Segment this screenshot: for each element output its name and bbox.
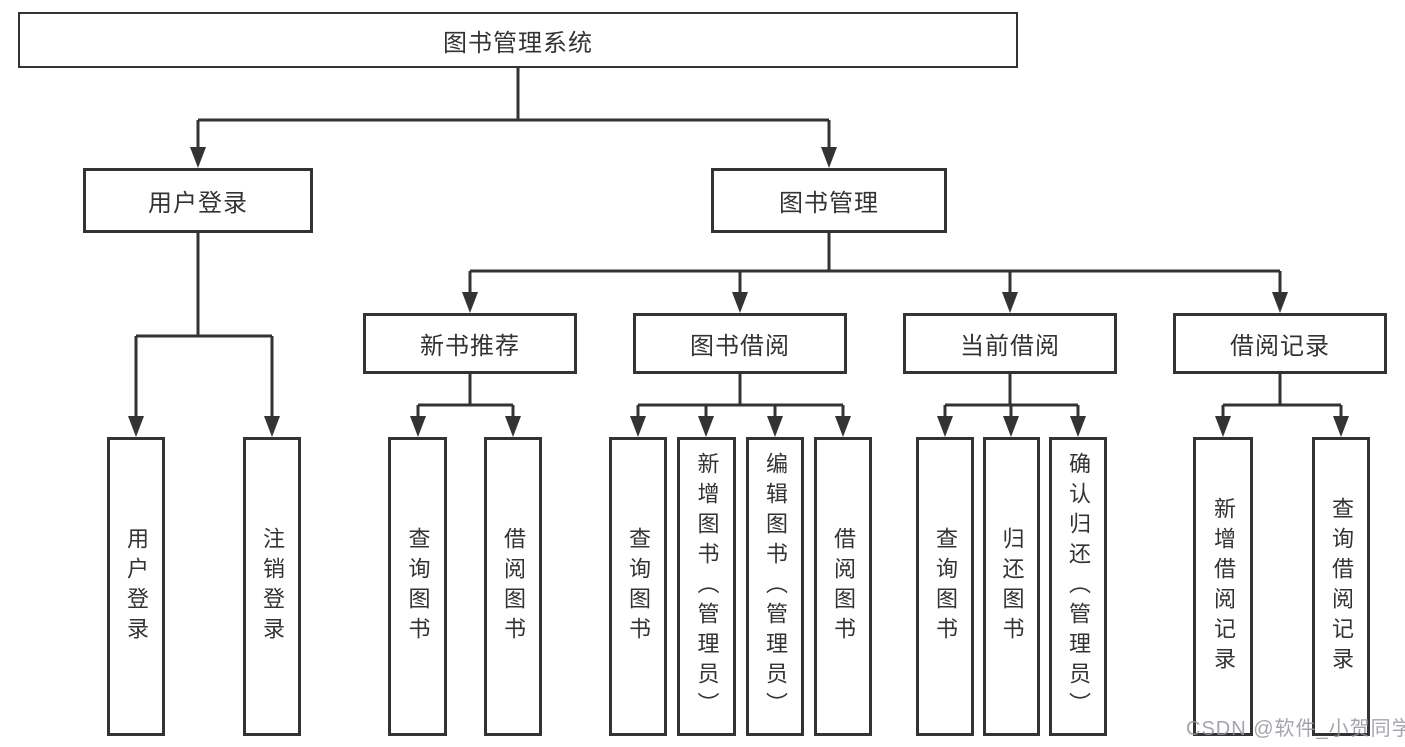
leaf-borrow-edit-books-admin: 编辑图书（管理员） xyxy=(746,437,804,736)
leaf-recommend-borrow-books: 借阅图书 xyxy=(484,437,542,736)
leaf-current-confirm-return-admin: 确认归还（管理员） xyxy=(1049,437,1107,736)
node-root-system: 图书管理系统 xyxy=(18,12,1018,68)
leaf-logout: 注销登录 xyxy=(243,437,301,736)
node-borrow-records: 借阅记录 xyxy=(1173,313,1387,374)
leaf-user-login: 用户登录 xyxy=(107,437,165,736)
leaf-borrow-add-books-admin: 新增图书（管理员） xyxy=(677,437,736,736)
node-new-book-recommend: 新书推荐 xyxy=(363,313,577,374)
csdn-watermark: CSDN @软件_小贺同学 xyxy=(1186,718,1405,740)
leaf-recommend-query-books: 查询图书 xyxy=(388,437,447,736)
node-book-borrow: 图书借阅 xyxy=(633,313,847,374)
node-user-login: 用户登录 xyxy=(83,168,313,233)
leaf-records-add-record: 新增借阅记录 xyxy=(1193,437,1253,736)
node-current-borrow: 当前借阅 xyxy=(903,313,1117,374)
leaf-current-query-books: 查询图书 xyxy=(916,437,974,736)
leaf-records-query-record: 查询借阅记录 xyxy=(1312,437,1370,736)
leaf-current-return-books: 归还图书 xyxy=(983,437,1040,736)
leaf-borrow-borrow-books: 借阅图书 xyxy=(814,437,872,736)
node-book-management: 图书管理 xyxy=(711,168,947,233)
leaf-borrow-query-books: 查询图书 xyxy=(609,437,667,736)
